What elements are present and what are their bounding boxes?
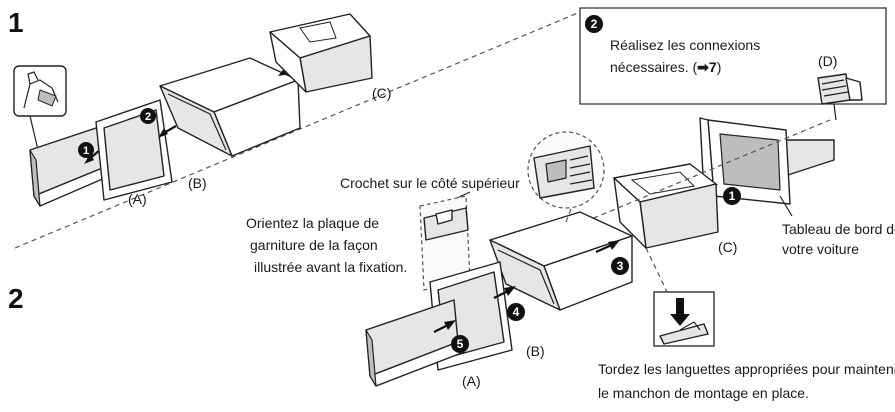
sleeve-c-step1	[269, 13, 373, 93]
unit-body-step2	[489, 211, 633, 311]
hook-zoom-detail	[527, 131, 605, 223]
svg-text:5: 5	[457, 337, 464, 351]
badge-4-step2: 4	[507, 303, 525, 321]
label-b-step1: (B)	[188, 175, 207, 191]
svg-text:3: 3	[617, 259, 624, 273]
badge-3-step2: 3	[611, 257, 629, 275]
label-c-step1: (C)	[372, 85, 391, 101]
label-a-step1: (A)	[128, 191, 147, 207]
orient-note-line2: garniture de la façon	[250, 237, 378, 253]
dashboard-pointer-line	[779, 195, 793, 217]
orient-note-line1: Orientez la plaque de	[246, 215, 379, 231]
tabs-note-line1: Tordez les languettes appropriées pour m…	[598, 361, 895, 377]
connections-callout	[579, 7, 887, 105]
faceplate-a-step2	[365, 299, 465, 387]
unit-body-step1	[159, 57, 301, 157]
orient-note-line3: illustrée avant la fixation.	[254, 259, 407, 275]
section-divider	[14, 9, 586, 249]
arrow-icon	[595, 240, 620, 254]
badge-2-callout: 2	[585, 15, 603, 33]
arrow-icon	[433, 320, 456, 333]
label-a-step2: (A)	[462, 373, 481, 389]
svg-text:2: 2	[591, 17, 598, 31]
badge-1-step2: 1	[723, 187, 741, 205]
step-1-number: 1	[8, 7, 24, 38]
wiring-connector-d	[817, 73, 863, 121]
svg-text:4: 4	[513, 305, 520, 319]
step-2-number: 2	[8, 283, 24, 314]
car-dashboard	[699, 117, 835, 205]
trim-plate-b-step1	[95, 99, 173, 201]
tabs-zoom-detail	[645, 247, 715, 347]
tabs-note-line2: le manchon de montage en place.	[598, 385, 809, 401]
arrow-icon	[158, 125, 177, 138]
dashboard-label-line1: Tableau de bord de	[782, 221, 895, 237]
arrow-icon	[493, 286, 516, 299]
badge-5-step2: 5	[451, 335, 469, 353]
trim-hook-detail	[419, 195, 471, 291]
label-c-step2: (C)	[718, 239, 737, 255]
arrow-icon	[84, 149, 101, 164]
callout-text-line2: nécessaires. (➡7)	[610, 59, 721, 75]
hook-label: Crochet sur le côté supérieur	[340, 175, 520, 191]
callout-text-line1: Réalisez les connexions	[610, 37, 760, 53]
badge-2-step1: 2	[140, 108, 156, 124]
svg-text:1: 1	[729, 189, 736, 203]
svg-text:2: 2	[145, 111, 151, 123]
alignment-guide	[559, 119, 831, 233]
label-b-step2: (B)	[526, 343, 545, 359]
hand-press-icon	[13, 65, 67, 151]
svg-text:1: 1	[83, 145, 89, 157]
sleeve-c-step2	[613, 163, 719, 249]
label-d: (D)	[818, 53, 837, 69]
dashboard-label-line2: votre voiture	[782, 241, 859, 257]
